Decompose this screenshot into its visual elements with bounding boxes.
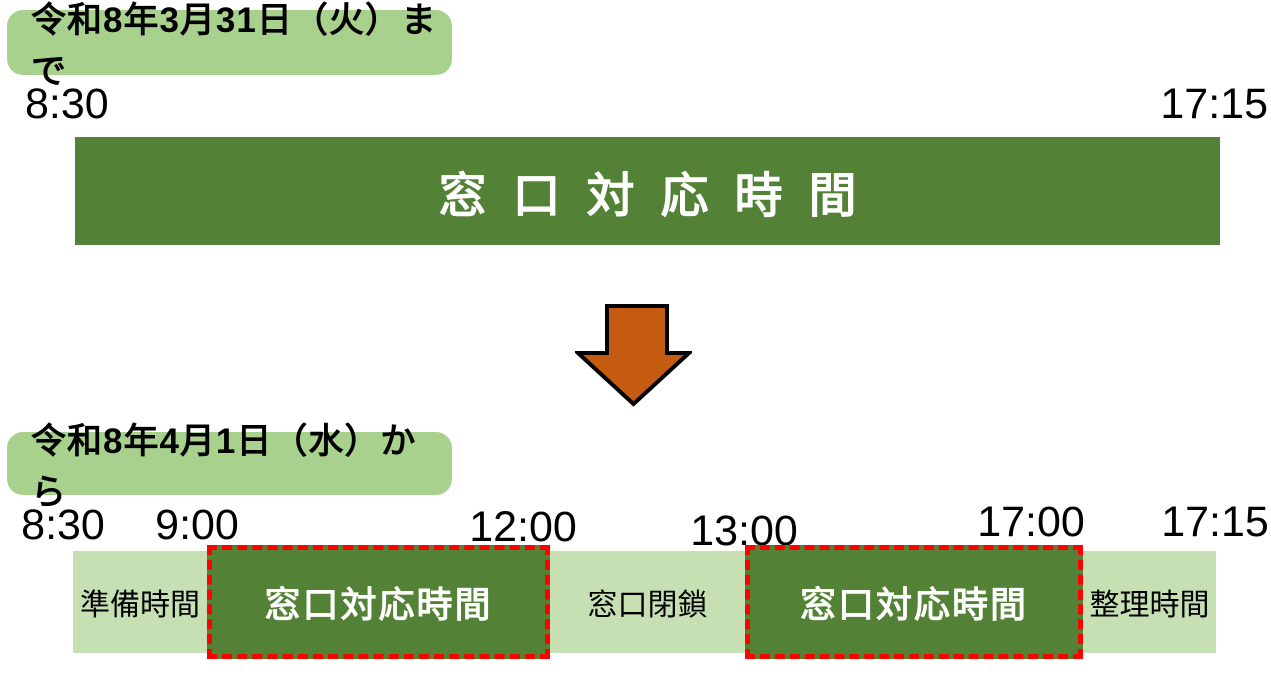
down-arrow-icon [575,304,692,407]
before-service-hours-bar: 窓口対応時間 [75,137,1220,245]
period-label-after-text: 令和8年4月1日（水）から [31,421,417,512]
tick-17-00: 17:00 [977,498,1085,546]
before-start-time: 8:30 [25,80,109,128]
segment-preparation-time-label: 準備時間 [80,589,200,622]
period-label-before-text: 令和8年3月31日（火）まで [31,0,437,91]
period-label-before: 令和8年3月31日（火）まで [7,1,452,91]
segment-preparation-time: 準備時間 [73,551,207,653]
segment-counter-closed: 窓口閉鎖 [550,551,745,653]
segment-service-hours-morning: 窓口対応時間 [207,545,550,659]
before-service-hours-label: 窓口対応時間 [438,170,883,223]
tick-12-00: 12:00 [469,503,577,551]
before-end-time: 17:15 [1160,80,1268,128]
tick-8-30: 8:30 [21,501,105,549]
segment-service-hours-morning-label: 窓口対応時間 [264,584,493,625]
tick-17-15: 17:15 [1161,498,1269,546]
segment-organizing-time: 整理時間 [1083,551,1216,653]
tick-9-00: 9:00 [155,501,239,549]
segment-organizing-time-label: 整理時間 [1089,589,1210,622]
segment-service-hours-afternoon-label: 窓口対応時間 [799,584,1028,625]
segment-service-hours-afternoon: 窓口対応時間 [745,545,1083,659]
segment-counter-closed-label: 窓口閉鎖 [587,589,708,622]
period-label-after: 令和8年4月1日（水）から [7,422,452,512]
